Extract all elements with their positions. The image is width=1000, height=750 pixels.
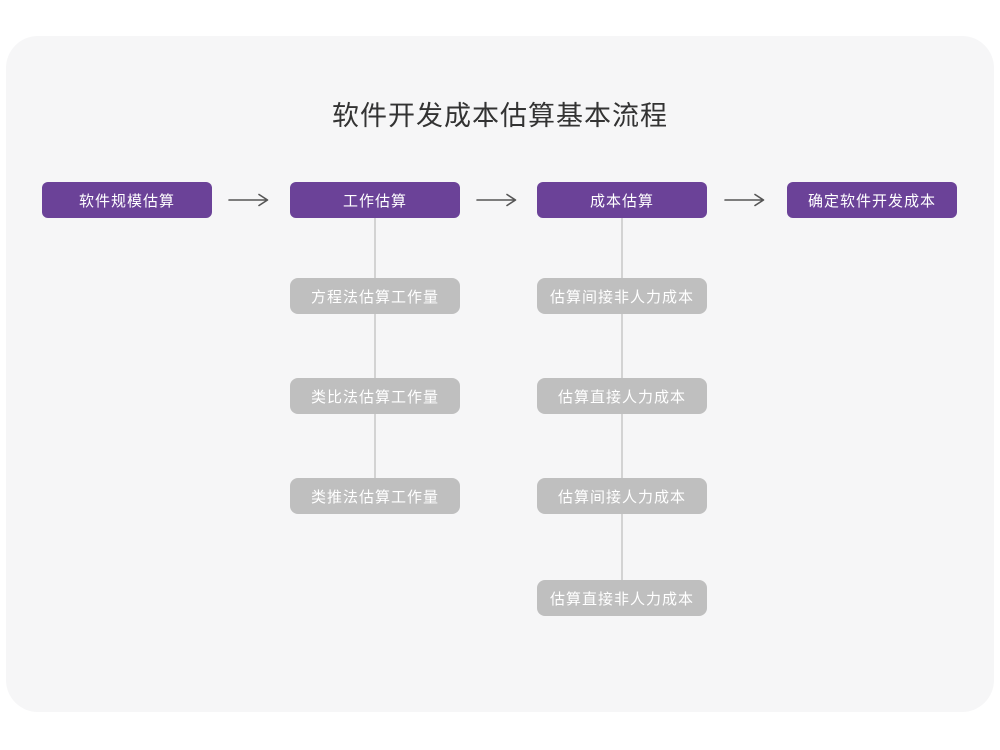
sub-node-label: 方程法估算工作量 [310, 288, 439, 306]
flow-node-label: 成本估算 [589, 192, 654, 210]
sub-node-analogy-method: 类比法估算工作量 [290, 378, 460, 414]
sub-node-label: 估算间接非人力成本 [549, 288, 694, 306]
sub-node-equation-method: 方程法估算工作量 [290, 278, 460, 314]
diagram-card [6, 36, 994, 712]
flow-node-label: 确定软件开发成本 [807, 192, 936, 210]
sub-node-label: 估算直接人力成本 [557, 388, 686, 406]
sub-node-extrapolation-method: 类推法估算工作量 [290, 478, 460, 514]
flow-node-label: 工作估算 [342, 192, 407, 210]
sub-node-indirect-labor-cost: 估算间接人力成本 [537, 478, 707, 514]
sub-node-label: 类比法估算工作量 [310, 388, 439, 406]
flow-node-cost-estimation: 成本估算 [537, 182, 707, 218]
flow-node-determine-development-cost: 确定软件开发成本 [787, 182, 957, 218]
sub-node-indirect-nonlabor-cost: 估算间接非人力成本 [537, 278, 707, 314]
flow-node-work-estimation: 工作估算 [290, 182, 460, 218]
connector-line-work [374, 218, 376, 496]
diagram-title: 软件开发成本估算基本流程 [332, 101, 668, 131]
sub-node-label: 估算间接人力成本 [557, 488, 686, 506]
flow-node-label: 软件规模估算 [78, 192, 175, 210]
flow-node-software-scale-estimation: 软件规模估算 [42, 182, 212, 218]
arrow-right-icon [476, 193, 517, 207]
sub-node-direct-labor-cost: 估算直接人力成本 [537, 378, 707, 414]
sub-node-label: 估算直接非人力成本 [549, 590, 694, 608]
sub-node-label: 类推法估算工作量 [310, 488, 439, 506]
sub-node-direct-nonlabor-cost: 估算直接非人力成本 [537, 580, 707, 616]
arrow-right-icon [228, 193, 269, 207]
arrow-right-icon [724, 193, 765, 207]
